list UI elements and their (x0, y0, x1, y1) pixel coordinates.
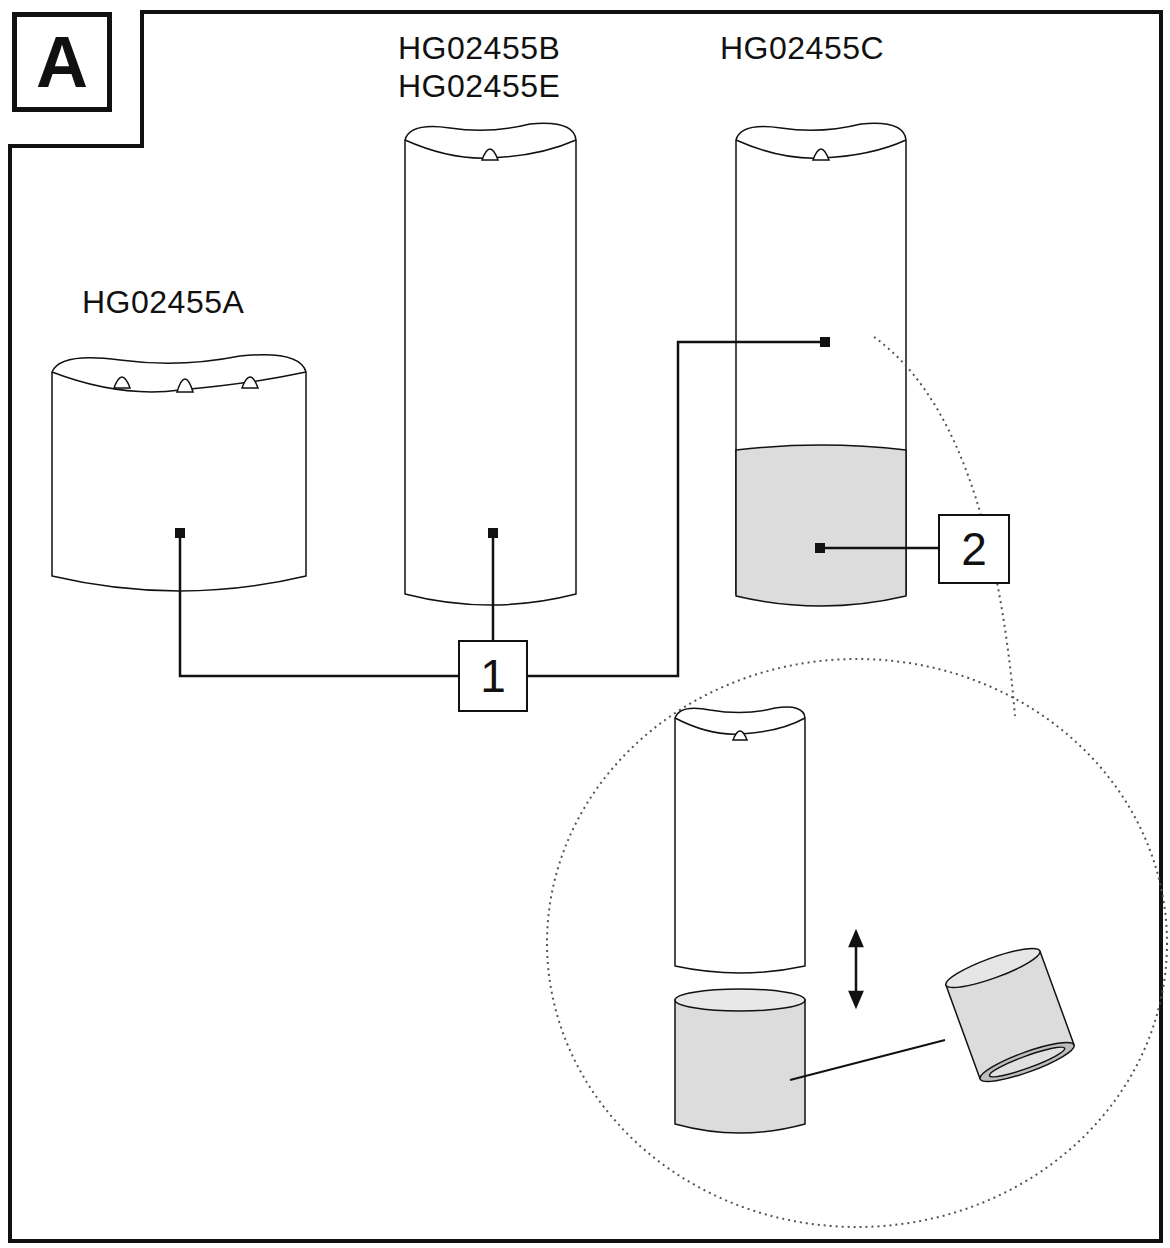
detail-circle (547, 337, 1167, 1227)
double-arrow (850, 932, 862, 1006)
leader-line (180, 342, 938, 676)
model-number: HG02455C (720, 32, 884, 64)
leader-dot (175, 337, 830, 553)
frame (10, 12, 1161, 1241)
callout-box: 2 (938, 514, 1010, 584)
callout-box: 1 (458, 640, 528, 712)
model-number: HG02455B (398, 32, 560, 64)
candle-c (736, 123, 906, 606)
figure-letter: A (36, 26, 88, 98)
detail-base (675, 989, 805, 1133)
callout-number: 2 (961, 526, 987, 572)
model-number: HG02455E (398, 70, 560, 102)
model-number: HG02455A (82, 286, 244, 318)
callout-number: 1 (480, 653, 506, 699)
detail-sleeve (675, 707, 805, 973)
detail-cap (942, 942, 1077, 1089)
figure-letter-box: A (12, 12, 112, 112)
leader-line (790, 1040, 945, 1080)
candle-b (405, 123, 576, 605)
